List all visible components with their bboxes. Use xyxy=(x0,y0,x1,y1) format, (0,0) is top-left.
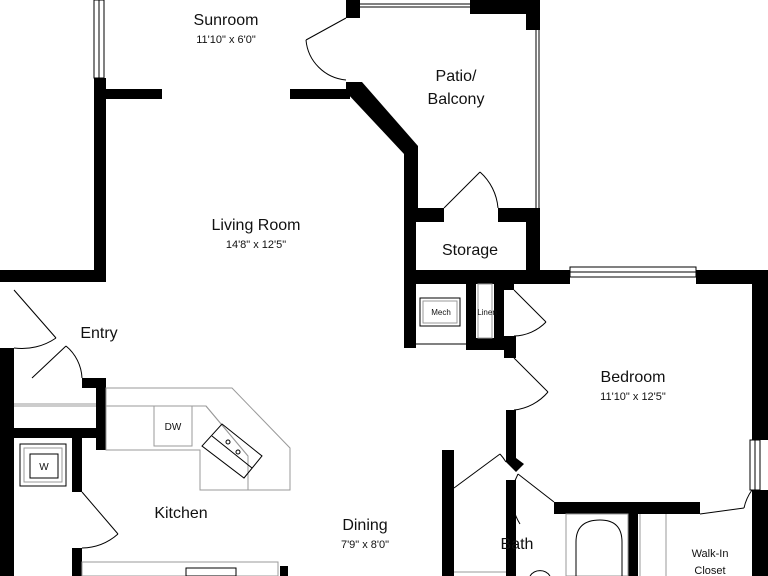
patio-label: Patio/ xyxy=(436,68,477,85)
bathtub-icon xyxy=(565,513,629,576)
living-room-label: Living Room xyxy=(212,217,301,234)
storage-label: Storage xyxy=(442,242,498,259)
fixtures xyxy=(14,283,667,576)
windows xyxy=(93,0,761,491)
sunroom-dims: 11'10" x 6'0" xyxy=(196,34,256,46)
entry-label: Entry xyxy=(80,325,117,342)
closet-label: Closet xyxy=(694,565,725,576)
sunroom-label: Sunroom xyxy=(194,12,259,29)
mech-label: Mech xyxy=(431,308,451,317)
bedroom-dims: 11'10" x 12'5" xyxy=(600,391,666,403)
balcony-label: Balcony xyxy=(428,91,485,108)
doors xyxy=(13,17,753,549)
dining-label: Dining xyxy=(342,517,387,534)
dishwasher-label: DW xyxy=(165,422,182,433)
washer-label: W xyxy=(39,462,49,473)
kitchen-sink-icon xyxy=(201,423,263,479)
bedroom-label: Bedroom xyxy=(601,369,666,386)
room-labels: Sunroom 11'10" x 6'0" Patio/ Balcony Liv… xyxy=(39,12,728,576)
walk-in-label: Walk-In xyxy=(692,548,729,560)
kitchen-label: Kitchen xyxy=(154,505,207,522)
living-room-dims: 14'8" x 12'5" xyxy=(226,239,286,251)
bath-label: Bath xyxy=(501,536,534,553)
linen-label: Linen xyxy=(477,308,497,317)
dining-dims: 7'9" x 8'0" xyxy=(341,539,389,551)
